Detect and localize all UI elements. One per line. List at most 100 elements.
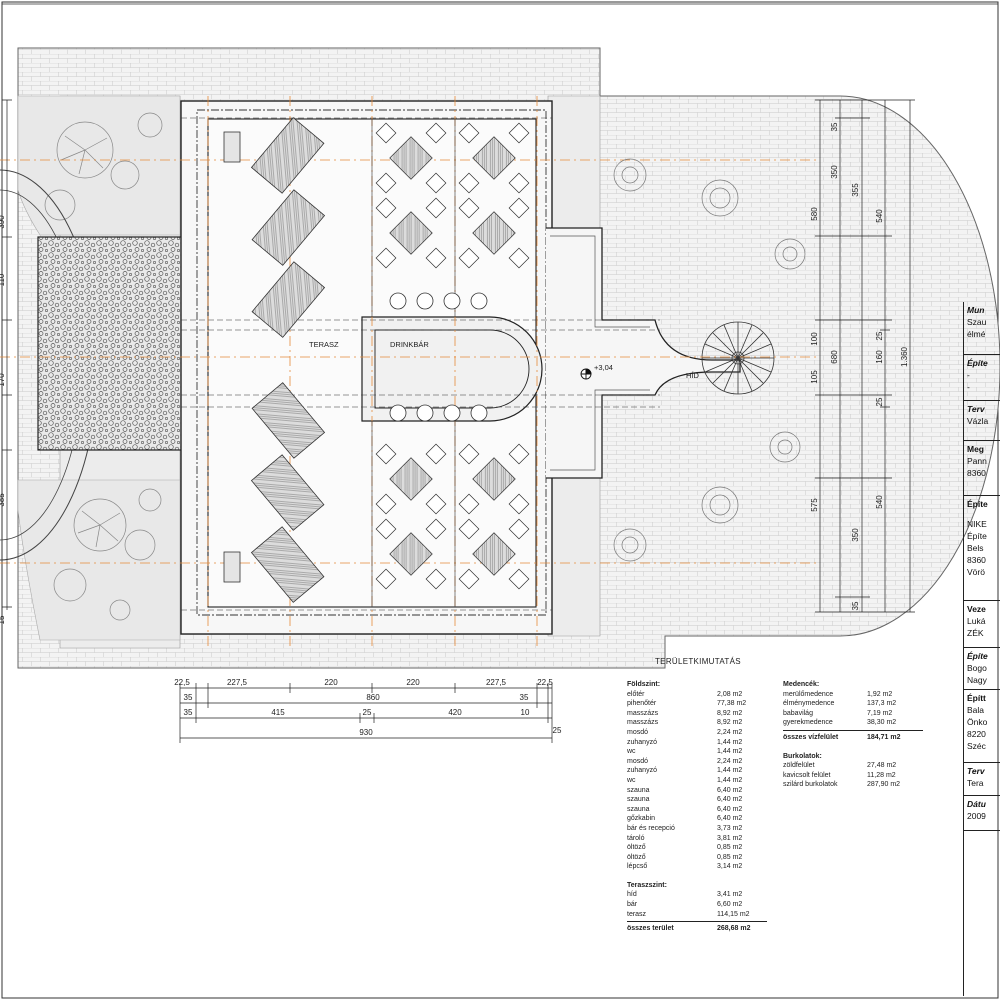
table-set xyxy=(375,518,447,590)
schedule-item-name: bár xyxy=(627,901,638,909)
dim-label: 35 xyxy=(184,708,193,717)
title-block-line: Bogo xyxy=(967,663,987,673)
total-row: összes terület 268,68 m2 xyxy=(627,921,767,934)
schedule-item-name: szilárd burkolatok xyxy=(783,781,838,789)
schedule-row: terasz 114,15 m2 xyxy=(627,910,777,920)
schedule-item-value: 7,19 m2 xyxy=(867,709,893,717)
schedule-item-value: 0,85 m2 xyxy=(717,853,743,861)
schedule-item-value: 3,81 m2 xyxy=(717,834,743,842)
dim-label: 25 xyxy=(553,726,562,735)
level-marker xyxy=(580,368,592,380)
right-trees xyxy=(613,158,806,562)
garden-area xyxy=(17,95,181,236)
dim-label: 930 xyxy=(359,728,373,737)
spiral-stair xyxy=(701,321,775,395)
stool xyxy=(443,292,461,310)
title-block-line: 8360 xyxy=(967,555,986,565)
dim-label: 22,5 xyxy=(537,678,553,687)
schedule-row: babavilág 7,19 m2 xyxy=(783,709,953,719)
dim-label: 35 xyxy=(851,601,860,610)
schedule-item-value: 2,08 m2 xyxy=(717,690,743,698)
schedule-item-value: 1,44 m2 xyxy=(717,748,743,756)
schedule-item-value: 137,3 m2 xyxy=(867,700,897,708)
schedule-item-value: 1,44 m2 xyxy=(717,767,743,775)
schedule-item-value: 38,30 m2 xyxy=(867,719,897,727)
schedule-item-name: merülőmedence xyxy=(783,690,834,698)
table-set xyxy=(458,518,530,590)
title-block-line: Széc xyxy=(967,741,986,751)
table-set xyxy=(375,443,447,515)
dim-label: 355 xyxy=(851,183,860,197)
schedule-item-name: zuhanyzó xyxy=(627,738,657,746)
title-block-line: Szau xyxy=(967,317,987,327)
title-block-line: Építe xyxy=(967,531,987,541)
terrace-label: TERASZ xyxy=(309,340,339,349)
schedule-item-name: masszázs xyxy=(627,719,659,727)
title-block-line: élmé xyxy=(967,329,986,339)
schedule-item-name: híd xyxy=(627,891,637,899)
title-block-line: Tera xyxy=(967,778,984,788)
schedule-item-name: gőzkabin xyxy=(627,815,656,823)
dim-label: 540 xyxy=(875,209,884,223)
schedule-title: TERÜLETKIMUTATÁS xyxy=(655,657,741,666)
title-block-line: Nagy xyxy=(967,675,987,685)
dim-label: 415 xyxy=(271,708,285,717)
schedule-item-name: babavilág xyxy=(783,709,813,717)
dim-label: 220 xyxy=(324,678,338,687)
dim-label: 227,5 xyxy=(227,678,248,687)
title-block-line: 2009 xyxy=(967,811,986,821)
schedule-item-name: kavicsolt felület xyxy=(783,771,831,779)
table-set xyxy=(375,122,447,194)
dim-label: 25 xyxy=(875,331,884,340)
schedule-item-name: mosdó xyxy=(627,728,649,736)
dim-label: 25 xyxy=(363,708,372,717)
sun-loungers xyxy=(223,117,326,603)
schedule-item-name: terasz xyxy=(627,910,647,918)
dim-label: 10 xyxy=(521,708,530,717)
dim-label: 22,5 xyxy=(174,678,190,687)
title-block-line: Veze xyxy=(967,604,986,614)
level-label: +3,04 xyxy=(594,363,613,372)
schedule-item-name: szauna xyxy=(627,796,650,804)
table-set xyxy=(458,443,530,515)
title-block-heading: Terv xyxy=(967,404,985,414)
table-set xyxy=(458,122,530,194)
schedule-item-name: zuhanyzó xyxy=(627,767,657,775)
stool xyxy=(443,404,461,422)
title-block-line: Meg xyxy=(967,444,984,454)
tree-symbols xyxy=(44,112,163,621)
terrace-title: Teraszszint: xyxy=(627,881,667,889)
stool xyxy=(416,404,434,422)
dim-label: 227,5 xyxy=(486,678,507,687)
schedule-item-value: 0,85 m2 xyxy=(717,844,743,852)
schedule-item-value: 114,15 m2 xyxy=(717,910,750,918)
title-block-heading: Terv xyxy=(967,766,985,776)
total-name: összes terület xyxy=(627,925,674,933)
dim-label: 15 xyxy=(0,615,6,624)
table-set xyxy=(375,197,447,269)
schedule-item-name: wc xyxy=(627,776,636,784)
dim-label: 680 xyxy=(830,350,839,364)
title-block-line: 8360 xyxy=(967,468,986,478)
schedule-item-value: 3,73 m2 xyxy=(717,824,743,832)
dim-label: 580 xyxy=(810,207,819,221)
pools-title: Medencék: xyxy=(783,681,820,688)
schedule-item-name: bár és recepció xyxy=(627,824,675,832)
title-block-heading: Mun xyxy=(967,305,985,315)
